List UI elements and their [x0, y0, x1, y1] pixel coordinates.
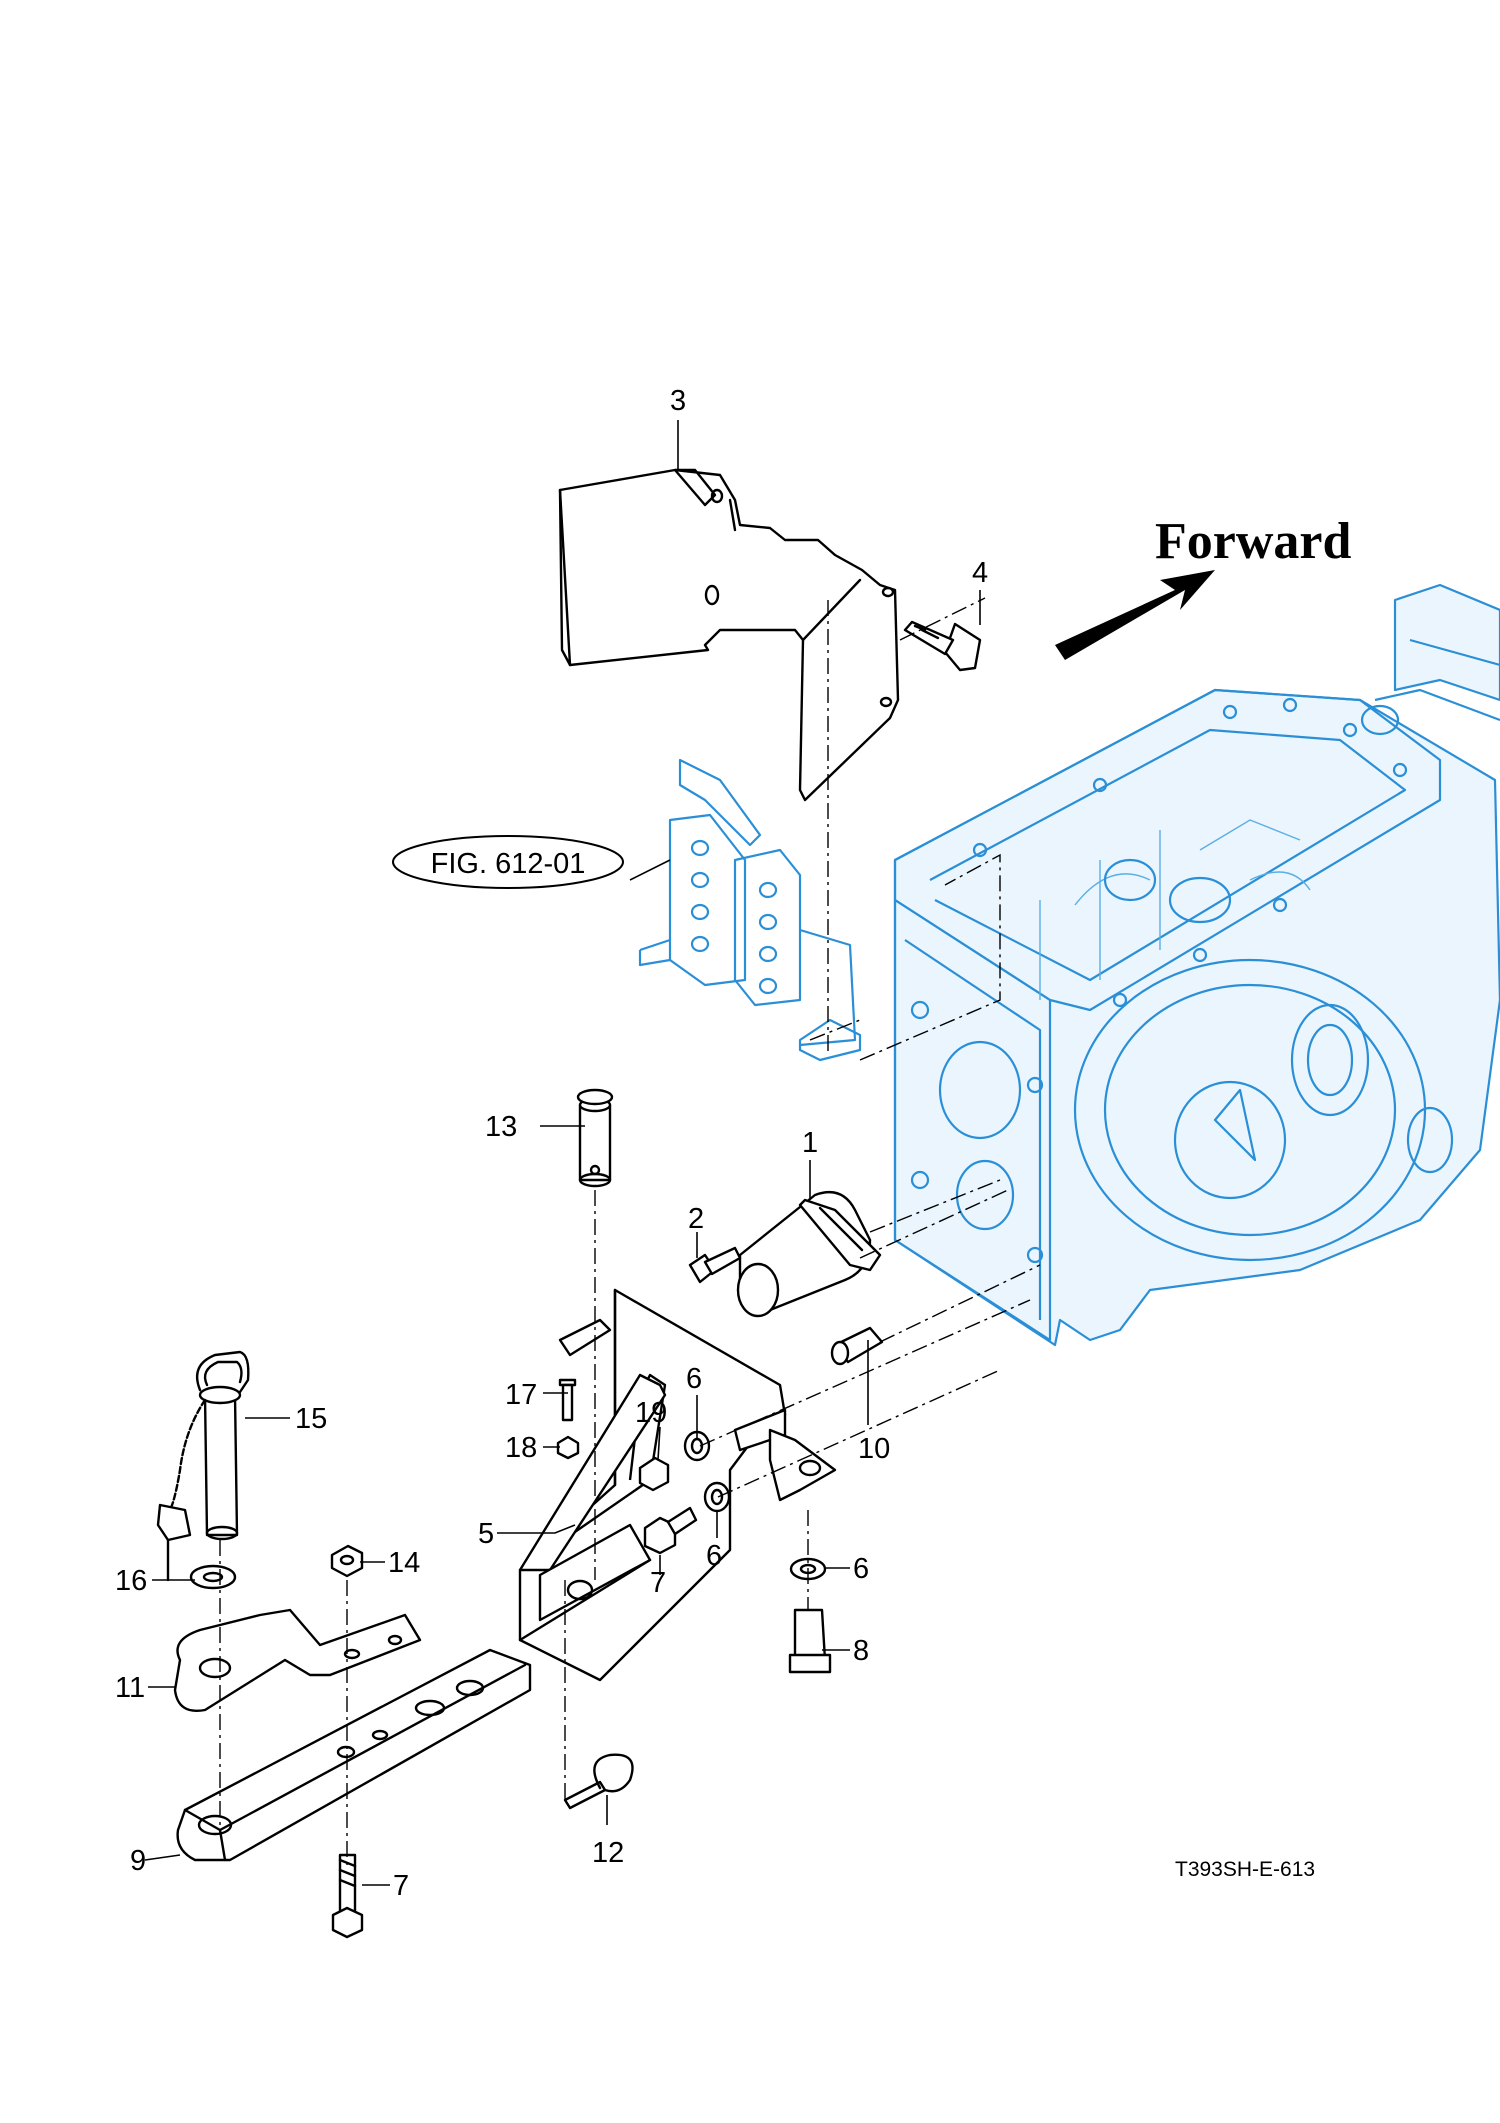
callout-11: 13	[485, 1111, 517, 1143]
callout-2: 2	[688, 1203, 704, 1235]
part-15-pin-with-chain	[156, 1350, 250, 1582]
callout-6-middle: 6	[706, 1540, 722, 1572]
figure-reference-label: FIG. 612-01	[392, 835, 624, 889]
callout-labels: 3 4 1 2 13 10 17 18 6 19 5 7 6 6 8 15 14…	[115, 385, 988, 1902]
part-7-bolts	[643, 1506, 832, 1674]
callout-7-right: 8	[853, 1635, 869, 1667]
part-3-cover-bracket	[558, 468, 900, 802]
callout-leader-lines	[144, 420, 981, 1886]
part-14-nut	[330, 1544, 364, 1578]
callout-14: 14	[388, 1547, 420, 1579]
part-5-hitch-bracket	[518, 1288, 837, 1682]
part-11-pin	[576, 1088, 614, 1188]
part-18-nut	[556, 1435, 580, 1460]
callout-10: 11	[115, 1672, 145, 1704]
callout-13: 7	[393, 1870, 409, 1902]
callout-3: 3	[670, 385, 686, 417]
part-17-bolt	[558, 1378, 577, 1422]
part-4-bolt	[903, 620, 982, 672]
callout-19: 19	[635, 1397, 667, 1429]
part-2-bolt	[688, 1246, 742, 1284]
callout-17: 17	[505, 1379, 537, 1411]
part-10-drawbar-plate	[173, 1608, 422, 1712]
callout-8: 10	[858, 1433, 890, 1465]
forward-label: Forward	[1155, 513, 1351, 570]
reference-bracket-illustration	[638, 758, 862, 1062]
callout-12: 12	[592, 1837, 624, 1869]
callout-6-right: 6	[853, 1553, 869, 1585]
part-19-nut	[638, 1456, 670, 1492]
part-12-lynch-pin	[563, 1753, 634, 1810]
callout-6-upper: 6	[686, 1363, 702, 1395]
callout-4: 4	[972, 557, 988, 589]
part-16-washer	[189, 1564, 237, 1590]
callout-18: 18	[505, 1432, 537, 1464]
transmission-housing-illustration	[893, 583, 1500, 1347]
callout-16: 16	[115, 1565, 147, 1597]
figure-reference-text: FIG. 612-01	[431, 848, 586, 880]
callout-1: 1	[802, 1127, 818, 1159]
callout-9: 9	[130, 1845, 146, 1877]
part-13-bolt	[331, 1853, 364, 1939]
part-1-stopper	[736, 1190, 882, 1318]
forward-direction-arrow	[1055, 570, 1215, 660]
callout-7-middle: 7	[650, 1567, 666, 1599]
assembly-center-lines	[219, 597, 1041, 1865]
callout-5: 5	[478, 1518, 494, 1550]
part-8-pin	[830, 1326, 884, 1366]
part-9-drawbar	[176, 1648, 532, 1862]
drawing-code: T393SH-E-613	[1175, 1858, 1315, 1881]
callout-15: 15	[295, 1403, 327, 1435]
